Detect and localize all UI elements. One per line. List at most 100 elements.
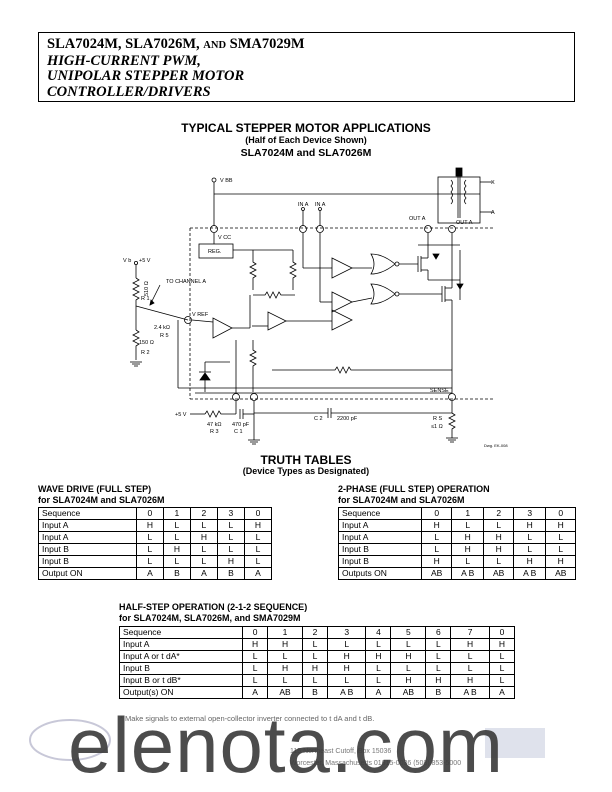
table-cell: H xyxy=(135,519,164,532)
header-line-3: UNIPOLAR STEPPER MOTOR xyxy=(47,68,245,84)
nor-gate-a xyxy=(370,253,396,275)
table-cell: H xyxy=(365,650,392,663)
table-cell: L xyxy=(301,638,328,651)
table-cell: A xyxy=(135,567,164,580)
table-cell: A xyxy=(242,686,269,699)
table-cell: L xyxy=(135,555,164,568)
table-cell: L xyxy=(483,555,514,568)
table-cell: L xyxy=(135,531,164,544)
table-cell: H xyxy=(425,674,452,687)
table-cell: L xyxy=(243,555,273,568)
truth-tables-title: TRUTH TABLES xyxy=(260,453,352,467)
table-cell: A xyxy=(189,567,218,580)
table-cell: A B xyxy=(326,686,367,699)
label-outabar: OUT A xyxy=(456,220,473,226)
header-part-b: AND xyxy=(203,40,227,51)
half-step-title-1: HALF-STEP OPERATION (2-1-2 SEQUENCE) xyxy=(119,602,308,612)
label-c470: 470 pF xyxy=(232,422,250,428)
label-rs-val: ≤1 Ω xyxy=(431,424,443,430)
pin-outabar xyxy=(448,225,456,233)
table-cell: L xyxy=(243,543,273,556)
table-cell: H xyxy=(545,519,576,532)
row-label-cell: Sequence xyxy=(118,626,244,639)
label-outa: OUT A xyxy=(409,216,426,222)
label-r24k: 2.4 kΩ xyxy=(154,325,170,331)
table-cell: 7 xyxy=(450,626,490,639)
table-cell: L xyxy=(216,543,245,556)
nor-gate-b xyxy=(370,283,396,305)
table-cell: H xyxy=(267,662,303,675)
table-cell: 2 xyxy=(189,507,218,520)
two-phase-title-1: 2-PHASE (FULL STEP) OPERATION xyxy=(338,484,490,494)
label-r510: 510 Ω xyxy=(144,281,150,296)
table-cell: L xyxy=(488,662,516,675)
wave-title-2: for SLA7024M and SLA7026M xyxy=(38,495,165,505)
section-title: TYPICAL STEPPER MOTOR APPLICATIONS xyxy=(181,121,431,135)
table-cell: H xyxy=(512,555,547,568)
table-cell: A B xyxy=(450,567,485,580)
table-cell: H xyxy=(450,674,490,687)
motor-tap-block xyxy=(455,167,463,177)
table-cell: L xyxy=(189,543,218,556)
table-cell: H xyxy=(301,662,328,675)
truth-tables-subtitle: (Device Types as Designated) xyxy=(242,466,370,476)
wave-drive-title: WAVE DRIVE (FULL STEP) for SLA7024M and … xyxy=(38,484,165,506)
label-c2: C 2 xyxy=(314,416,323,422)
table-cell: H xyxy=(390,674,427,687)
row-label-cell: Sequence xyxy=(38,507,137,520)
label-vref: V REF xyxy=(192,312,209,318)
inverter-a xyxy=(331,257,353,279)
table-cell: 5 xyxy=(390,626,427,639)
table-cell: A B xyxy=(512,567,547,580)
table-cell: L xyxy=(216,519,245,532)
label-r5: R 5 xyxy=(160,333,169,339)
table-cell: 6 xyxy=(425,626,452,639)
label-sense: SENSE xyxy=(430,388,449,394)
table-cell: L xyxy=(512,531,547,544)
row-label-cell: Input B xyxy=(38,543,137,556)
table-cell: 1 xyxy=(267,626,303,639)
table-cell: L xyxy=(421,543,452,556)
label-vcc: V CC xyxy=(218,235,231,241)
table-cell: AB xyxy=(483,567,514,580)
opamp-2 xyxy=(267,311,287,331)
row-label-cell: Sequence xyxy=(337,507,423,520)
table-cell: L xyxy=(365,674,392,687)
table-cell: L xyxy=(365,638,392,651)
row-label-cell: Input B xyxy=(337,555,423,568)
table-cell: 0 xyxy=(488,626,516,639)
label-plus5b: +5 V xyxy=(175,412,187,418)
pin-vcc xyxy=(210,225,218,233)
table-cell: B xyxy=(162,567,191,580)
pin-outa xyxy=(424,225,432,233)
table-cell: B xyxy=(425,686,452,699)
header-line-1: SLA7024M, SLA7026M, AND SMA7029M xyxy=(47,36,566,54)
regulator-box xyxy=(198,243,234,259)
table-cell: 1 xyxy=(450,507,485,520)
label-ina: IN A xyxy=(298,202,309,208)
table-cell: L xyxy=(326,674,367,687)
table-cell: L xyxy=(216,531,245,544)
address-line-1: 115 Northeast Cutoff, Box 15036 xyxy=(290,748,392,755)
label-plus5: +5 V xyxy=(139,258,151,264)
half-step-title: HALF-STEP OPERATION (2-1-2 SEQUENCE) for… xyxy=(119,602,307,624)
table-cell: H xyxy=(326,662,367,675)
table-cell: L xyxy=(545,531,576,544)
table-cell: 2 xyxy=(301,626,328,639)
header-part-c: SMA7029M xyxy=(229,36,305,52)
half-step-title-2: for SLA7024M, SLA7026M, and SMA7029M xyxy=(119,613,301,623)
pin-vref xyxy=(184,316,192,324)
table-cell: L xyxy=(135,543,164,556)
table-cell: L xyxy=(189,519,218,532)
table-cell: AB xyxy=(267,686,303,699)
table-cell: 0 xyxy=(135,507,164,520)
resistor-rs xyxy=(448,412,456,435)
table-cell: H xyxy=(483,543,514,556)
table-cell: H xyxy=(450,638,490,651)
row-label-cell: Output(s) ON xyxy=(118,686,244,699)
